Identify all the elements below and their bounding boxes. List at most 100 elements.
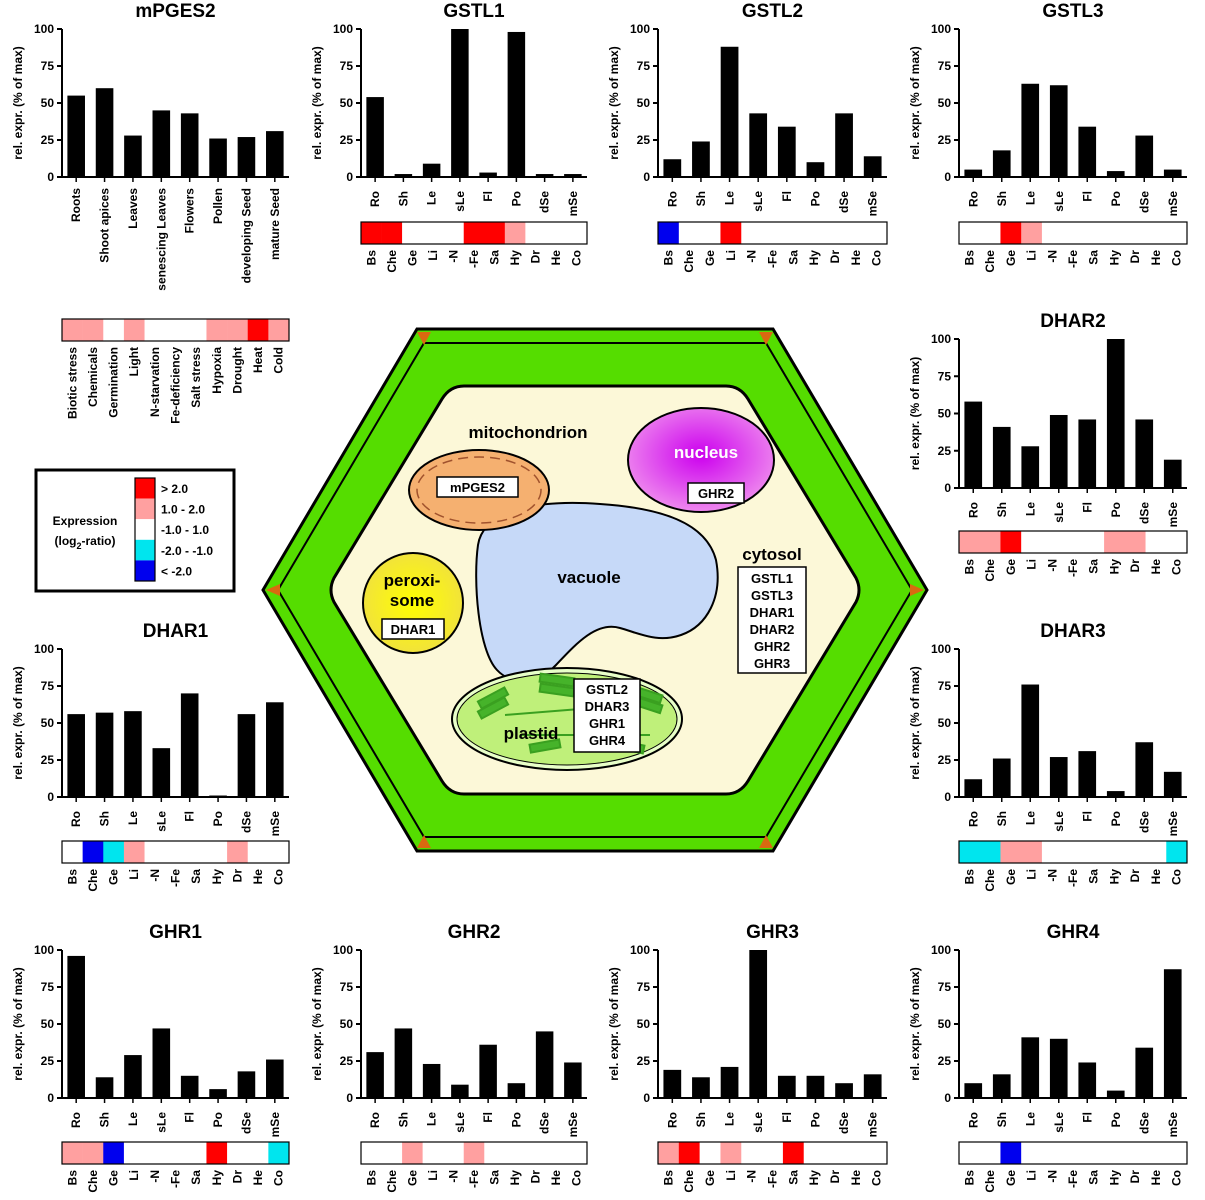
y-axis-label: rel. expr. (% of max) [310,967,324,1080]
category-label: Sh [995,191,1009,206]
bar [180,693,199,797]
y-tick-label: 25 [41,1054,55,1068]
category-label: Ro [966,1112,980,1128]
heat-cell [1166,531,1188,553]
chart-title: DHAR1 [143,621,209,642]
stress-label: Bs [661,1170,675,1186]
cell-corner-west [266,584,280,596]
heat-cell [1083,841,1105,863]
bar [1106,171,1125,177]
y-tick-label: 50 [637,96,651,110]
bar [209,795,227,797]
stress-label: Co [1170,559,1184,575]
cell-corner-northwest [417,332,431,345]
heat-cell [185,319,207,341]
heat-cell [62,841,83,863]
stress-label: Salt stress [189,347,203,408]
heat-cell [381,1142,403,1164]
vacuole-label: vacuole [557,568,620,587]
bar [1135,1047,1154,1098]
chart-title: mPGES2 [135,1,215,22]
y-tick-label: 0 [944,170,951,184]
y-tick-label: 25 [340,133,354,147]
stress-label: He [1149,559,1163,575]
heat-cell [979,222,1001,244]
stress-label: -N [745,1170,759,1183]
legend-swatch [135,519,155,540]
bar [535,1031,554,1098]
legend-label: < -2.0 [161,564,192,578]
y-tick-label: 75 [340,59,354,73]
stress-label: -Fe [467,1170,481,1188]
stress-label: Li [127,869,141,880]
heat-cell [699,222,721,244]
cytosol-protein: DHAR2 [750,622,795,637]
heat-cell [1041,841,1063,863]
heat-cell [422,1142,444,1164]
heat-cell [525,1142,547,1164]
category-label: Ro [665,1112,679,1128]
category-label: Fl [481,1112,495,1123]
bar [237,137,256,177]
bar [1021,83,1040,177]
stress-label: Che [983,869,997,892]
y-axis-label: rel. expr. (% of max) [908,46,922,159]
stress-label: -N [1045,1170,1059,1183]
bar [1049,1038,1068,1098]
heat-cell [1062,222,1084,244]
legend-title-line2: (log2-ratio) [54,534,115,551]
heat-cell [1104,841,1126,863]
y-tick-label: 100 [931,22,951,36]
heat-cell [82,319,104,341]
y-axis-label: rel. expr. (% of max) [607,46,621,159]
heat-cell [443,1142,465,1164]
chart-title: GHR4 [1047,922,1100,943]
bar [692,1077,710,1098]
y-tick-label: 75 [340,980,354,994]
category-label: sLe [751,191,765,212]
category-label: sLe [453,191,467,212]
y-tick-label: 0 [47,170,54,184]
heat-cell [62,1142,83,1164]
bar [180,113,199,177]
heat-strip-frame [61,318,290,342]
stress-label: -N [745,250,759,263]
category-label: dSe [538,191,552,213]
bar [124,1055,142,1098]
stress-label: Hy [1107,250,1121,266]
stress-label: Che [385,1170,399,1193]
stress-label: Ge [405,1170,419,1186]
cell-corner-east [910,584,924,596]
bar [152,110,171,177]
stress-label: Hy [1107,1170,1121,1186]
stress-label: -N [446,250,460,263]
heat-cell [422,222,444,244]
stress-label: Dr [1128,1170,1142,1184]
stress-label: Che [983,1170,997,1193]
nucleus-protein-box [687,482,745,504]
heat-cell [185,841,207,863]
y-tick-label: 50 [41,96,55,110]
stress-label: -Fe [169,1170,183,1188]
y-tick-label: 0 [47,1091,54,1105]
category-label: Ro [368,1112,382,1128]
nucleus-protein: GHR2 [698,486,734,501]
bar [863,156,882,177]
y-tick-label: 75 [637,980,651,994]
y-tick-label: 50 [340,96,354,110]
bar [1021,684,1040,797]
heat-cell [720,1142,742,1164]
heat-cell [979,841,1001,863]
bar [835,113,853,177]
legend-swatch [135,560,155,581]
stress-label: Co [1170,869,1184,885]
bar [863,1074,882,1098]
stress-label: He [1149,869,1163,885]
heat-cell [762,222,784,244]
heat-cell [165,841,187,863]
bar [964,401,983,488]
stress-label: Dr [529,1170,543,1184]
